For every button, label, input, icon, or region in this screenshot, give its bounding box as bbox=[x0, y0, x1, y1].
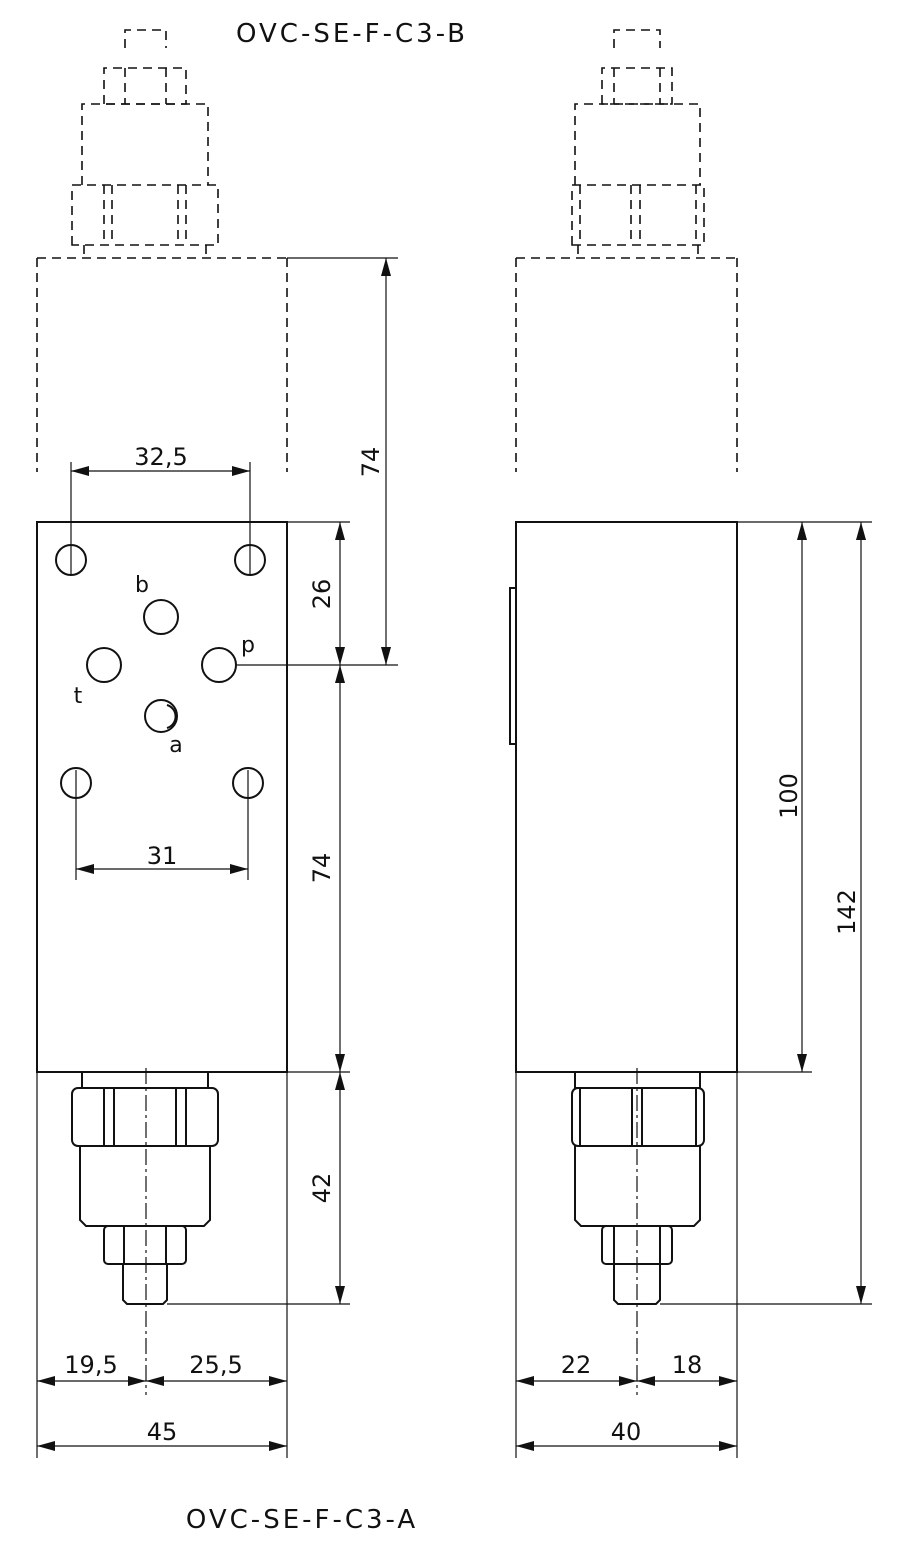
dim-body-height: 100 bbox=[775, 773, 803, 819]
title-bottom: OVC-SE-F-C3-A bbox=[186, 1505, 418, 1535]
dim-solenoid-height: 74 bbox=[357, 447, 385, 478]
dim-plug-height: 42 bbox=[308, 1173, 336, 1204]
front-body bbox=[36, 521, 288, 1073]
dim-top-bolt-spacing: 32,5 bbox=[134, 443, 187, 471]
port-b-hole bbox=[143, 599, 179, 635]
port-p-hole bbox=[201, 647, 237, 683]
front-solenoid-dashed bbox=[36, 29, 288, 472]
side-solenoid-dashed bbox=[515, 29, 738, 472]
dim-lower-height: 74 bbox=[308, 853, 336, 884]
dim-total-height: 142 bbox=[833, 889, 861, 935]
front-port-holes bbox=[86, 599, 237, 733]
port-p-label: p bbox=[241, 633, 255, 658]
dim-left-offset: 19,5 bbox=[64, 1351, 117, 1379]
port-t-label: t bbox=[74, 684, 83, 709]
dim-upper-height: 26 bbox=[308, 579, 336, 610]
side-cartridge bbox=[571, 1072, 705, 1305]
port-t-hole bbox=[86, 647, 122, 683]
front-cartridge bbox=[71, 1072, 219, 1305]
port-b-label: b bbox=[135, 573, 149, 598]
side-dimensions: 100 142 22 18 40 bbox=[515, 521, 872, 1458]
dim-side-left-offset: 22 bbox=[561, 1351, 592, 1379]
title-top: OVC-SE-F-C3-B bbox=[236, 19, 468, 49]
front-dimensions: 32,5 31 26 74 42 74 bbox=[36, 257, 398, 1458]
dim-bottom-bolt-spacing: 31 bbox=[147, 842, 178, 870]
side-body bbox=[515, 521, 738, 1073]
dim-side-total-width: 40 bbox=[611, 1418, 642, 1446]
side-view bbox=[509, 29, 738, 1395]
dim-side-right-offset: 18 bbox=[672, 1351, 703, 1379]
port-a-label: a bbox=[169, 733, 182, 758]
dim-total-width: 45 bbox=[147, 1418, 178, 1446]
port-a-hole bbox=[144, 699, 178, 733]
front-view: b p t a bbox=[36, 29, 288, 1395]
dim-right-offset: 25,5 bbox=[189, 1351, 242, 1379]
